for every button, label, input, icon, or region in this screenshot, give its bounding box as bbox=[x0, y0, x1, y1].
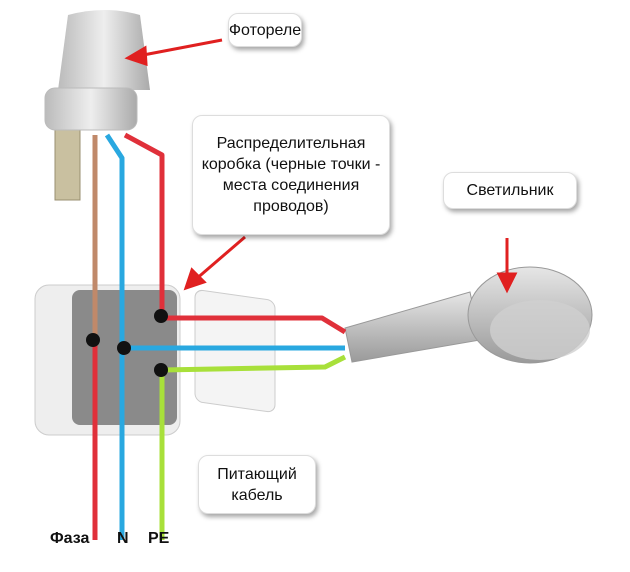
arrow-junction-box bbox=[194, 235, 246, 282]
callout-lamp: Светильник bbox=[443, 172, 577, 209]
connection-dot bbox=[86, 333, 100, 347]
label-phase: Фаза bbox=[50, 530, 90, 547]
street-lamp bbox=[344, 266, 593, 364]
photo-relay-device bbox=[44, 10, 150, 201]
arrowhead bbox=[124, 45, 148, 67]
label-neutral: N bbox=[117, 530, 129, 547]
callout-junction-box: Распределительная коробка (черные точки … bbox=[192, 115, 390, 235]
neutral-wire bbox=[104, 133, 125, 540]
wires bbox=[92, 132, 347, 540]
junction-box bbox=[34, 284, 276, 436]
arrow-photo-relay bbox=[137, 38, 223, 58]
callout-supply-cable: Питающий кабель bbox=[198, 455, 316, 514]
label-ground: PE bbox=[148, 530, 170, 547]
connection-dot bbox=[154, 309, 168, 323]
arrows bbox=[124, 38, 518, 294]
callout-photo-relay: Фотореле bbox=[228, 13, 302, 47]
arrowhead bbox=[496, 272, 518, 294]
connection-dot bbox=[117, 341, 131, 355]
arrowhead bbox=[183, 267, 207, 291]
ground-lamp-wire bbox=[161, 354, 347, 373]
connection-dot bbox=[154, 363, 168, 377]
connection-points bbox=[86, 309, 168, 377]
